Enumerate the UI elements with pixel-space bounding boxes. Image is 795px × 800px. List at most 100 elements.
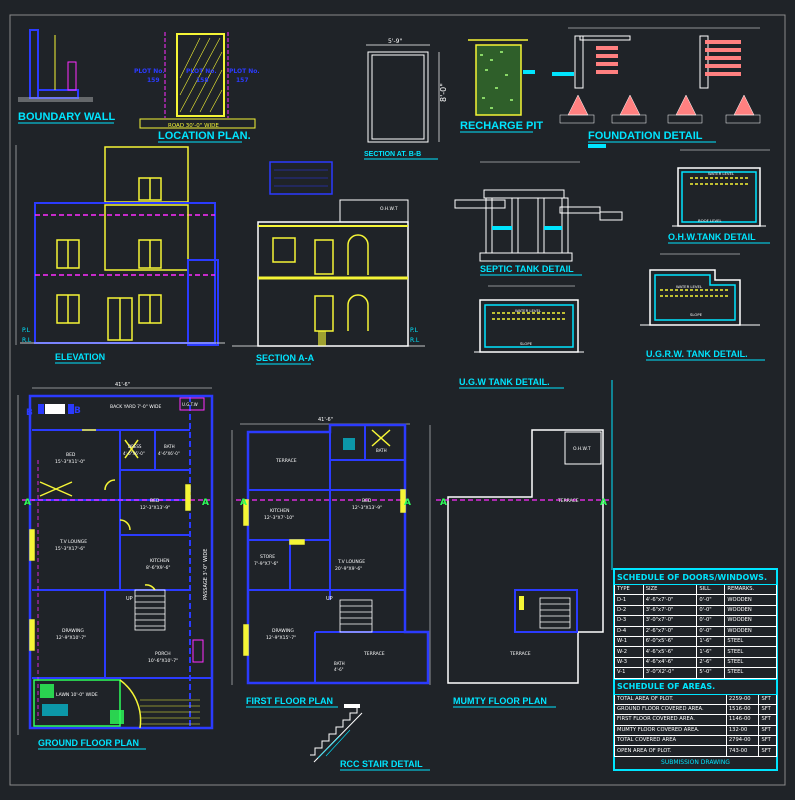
door-sill: 0'-0" [696, 615, 726, 627]
gf-lawn: LAWN 10'-0" WIDE [56, 692, 98, 698]
area-label: FIRST FLOOR COVERED AREA. [614, 714, 727, 726]
window-size: 6'-0"x5'-6" [642, 635, 698, 648]
first-floor-plan: A A [231, 423, 430, 685]
mumty-terrace-bottom: TERRACE [509, 651, 531, 657]
ugw-tank-drawing [474, 285, 584, 353]
svg-text:A: A [240, 498, 247, 508]
ohw-tank-drawing [672, 149, 770, 227]
section-aa-pl-label: P.L [410, 327, 419, 334]
plot-158-label: PLOT No.158 [186, 68, 217, 84]
door-type: D-1 [614, 594, 644, 606]
section-aa-ohwt-label: O.H.W.T [380, 206, 398, 212]
vent-sill: 5'-0" [696, 667, 726, 679]
foundation-detail-drawings [552, 27, 761, 148]
window-remarks: STEEL [724, 646, 777, 658]
door-remarks: WOODEN [724, 615, 777, 627]
door-type: D-2 [614, 604, 644, 617]
elevation-pl-label: P.L [22, 327, 31, 334]
vent-type: V-1 [614, 667, 644, 679]
ohw-roof-level: ROOF LEVEL [698, 218, 723, 223]
area-label: GROUND FLOOR COVERED AREA. [614, 703, 727, 716]
ugw-slope: SLOPE [520, 341, 533, 346]
mumty-terrace-top: TERRACE [557, 498, 579, 504]
elevation-title: ELEVATION [55, 352, 105, 362]
septic-tank-drawing [454, 161, 623, 262]
section-bb-detail [366, 44, 440, 143]
area-value: 2794-00 [725, 735, 760, 747]
ff-up-label: UP [326, 596, 333, 602]
gf-width-dim: 41'-6" [115, 382, 130, 388]
svg-text:A: A [404, 498, 411, 508]
schedule-doors-windows-table: SCHEDULE OF DOORS/WINDOWS. TYPE SIZE SIL… [614, 569, 777, 679]
elevation-drawing [15, 145, 225, 346]
area-value: 2259-00 [725, 693, 760, 705]
svg-text:B: B [74, 406, 81, 416]
door-size: 3'-6"x7'-0" [642, 604, 698, 617]
doors-header-remarks: REMARKS. [724, 583, 777, 596]
area-value: 1146-00 [725, 714, 760, 726]
doors-header-size: SIZE [642, 583, 698, 596]
vent-size: 3'-0"X2'-0" [642, 667, 698, 679]
area-label: TOTAL AREA OF PLOT. [614, 693, 727, 705]
ohw-water-level: WATER LEVEL [708, 171, 735, 176]
ohw-tank-title: O.H.W.TANK DETAIL [668, 232, 756, 242]
schedule-doors-title: SCHEDULE OF DOORS/WINDOWS. [614, 569, 777, 585]
area-unit: SFT [758, 693, 777, 705]
window-size: 4'-6"x5'-6" [642, 646, 698, 658]
area-label: TOTAL COVERED AREA [614, 735, 727, 747]
window-remarks: STEEL [724, 656, 777, 669]
ugw-water-level: WATER LEVEL [515, 308, 542, 313]
ff-terrace-top: TERRACE [275, 458, 297, 464]
rcc-stair-drawing [310, 704, 363, 763]
door-size: 4'-6"x7'-0" [642, 594, 698, 606]
elevation-rl-label: R.L [22, 337, 32, 344]
window-sill: 1'-6" [696, 635, 726, 648]
ff-width-dim: 41'-6" [318, 417, 333, 423]
door-remarks: WOODEN [724, 604, 777, 617]
area-label: OPEN AREA OF PLOT. [614, 745, 727, 757]
door-size: 2'-6"x7'-0" [642, 625, 698, 637]
doors-header-type: TYPE [614, 583, 644, 596]
window-sill: 2'-6" [696, 656, 726, 669]
door-type: D-4 [614, 625, 644, 637]
section-aa-title: SECTION A-A [256, 353, 315, 363]
location-plan-title: LOCATION PLAN. [158, 130, 251, 142]
area-unit: SFT [758, 724, 777, 737]
plot-157-label: PLOT No.157 [229, 68, 260, 84]
ff-terrace-bottom: TERRACE [363, 651, 385, 657]
area-unit: SFT [758, 703, 777, 716]
window-type: W-1 [614, 635, 644, 648]
sheet-border [9, 14, 786, 786]
door-type: D-3 [614, 615, 644, 627]
plot-159-label: PLOT No.159 [134, 68, 165, 84]
ground-floor-title: GROUND FLOOR PLAN [38, 738, 139, 748]
window-type: W-2 [614, 646, 644, 658]
section-aa-drawing [232, 161, 425, 347]
ugw-tank-title: U.G.W TANK DETAIL. [459, 377, 550, 387]
svg-text:A: A [440, 498, 447, 508]
section-bb-title: SECTION AT. B-B [364, 151, 421, 158]
septic-tank-title: SEPTIC TANK DETAIL [480, 264, 574, 274]
door-remarks: WOODEN [724, 594, 777, 606]
